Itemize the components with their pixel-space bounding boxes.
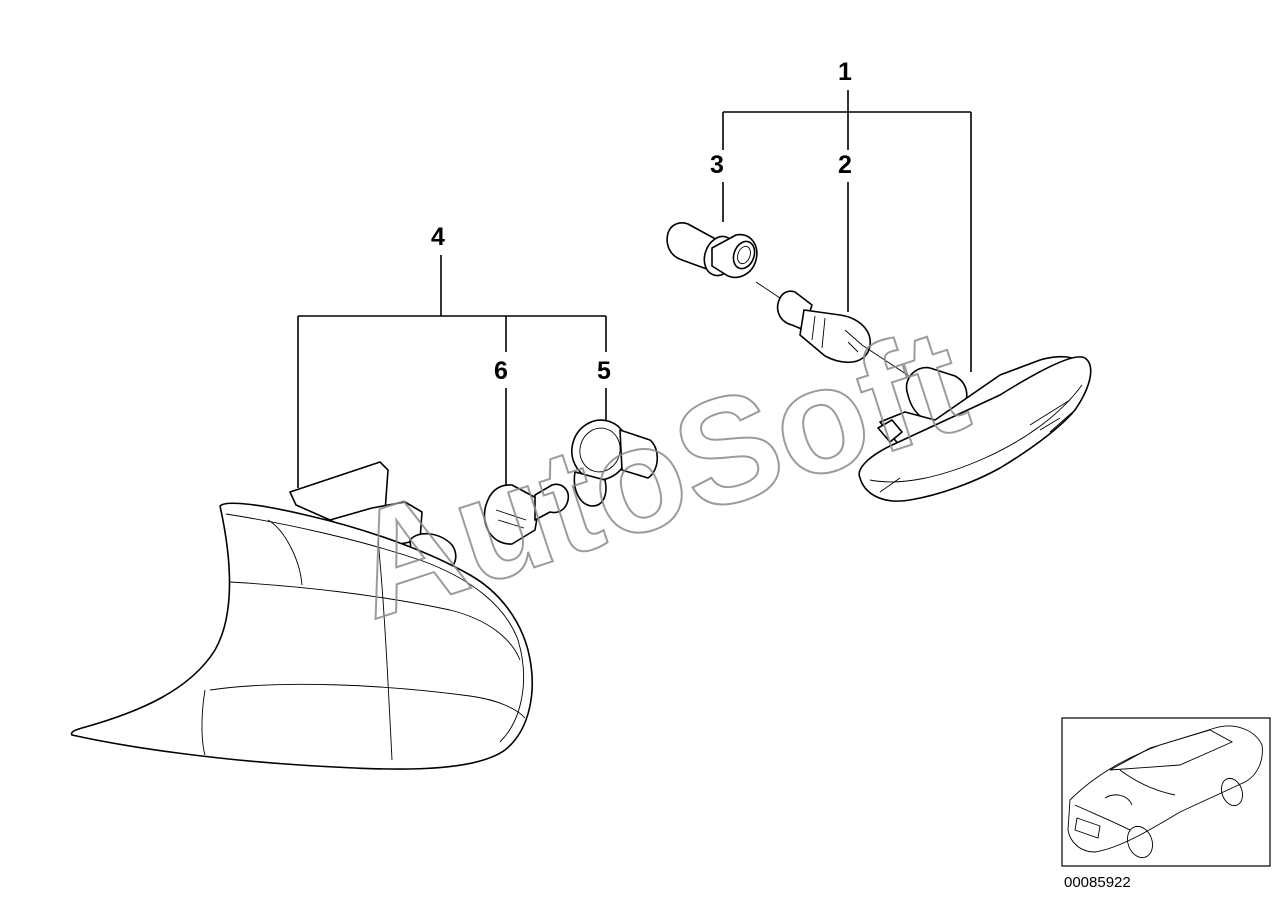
car-icon [1067,725,1263,859]
callout-1[interactable]: 1 [838,58,852,86]
callout-6[interactable]: 6 [494,357,508,385]
callout-2[interactable]: 2 [838,151,852,179]
part-3-bulb-socket[interactable] [666,222,758,280]
part-6-indicator-bulb[interactable] [483,483,570,545]
part-4-turn-indicator[interactable] [70,461,533,770]
callout-3[interactable]: 3 [710,151,724,179]
watermark-text: AutoSoft [330,295,984,650]
diagram-number: 00085922 [1064,874,1131,891]
callout-4[interactable]: 4 [431,223,445,251]
part-1-side-repeater[interactable] [858,355,1092,502]
part-5-bulb-holder[interactable] [565,414,659,507]
car-thumbnail-inset [1061,717,1271,867]
part-2-wedge-bulb[interactable] [755,281,913,379]
callout-5[interactable]: 5 [597,357,611,385]
leader-group-1 [722,90,972,372]
